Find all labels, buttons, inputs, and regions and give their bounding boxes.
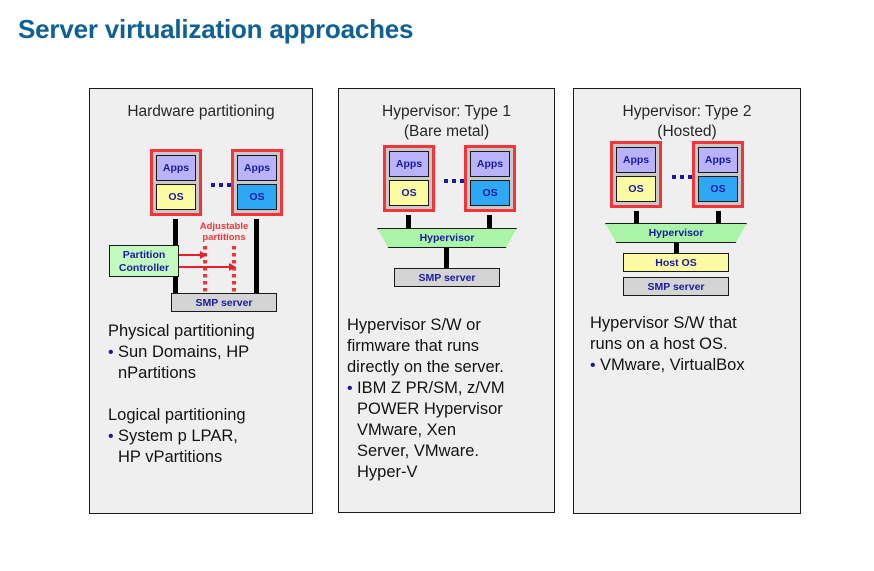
bullet-dot-icon: • <box>108 344 114 361</box>
os-box: OS <box>237 184 277 210</box>
apps-box: Apps <box>237 155 277 181</box>
panel-hypervisor-type-1: Hypervisor: Type 1 (Bare metal) Apps OS … <box>338 88 555 513</box>
vm-stack-left: Apps OS <box>150 149 202 216</box>
partition-line-1 <box>203 246 207 306</box>
adjustable-partitions-label: Adjustable partitions <box>199 221 249 243</box>
panel-3-diagram: Apps OS Apps OS Hypervisor Host OS SMP s… <box>574 141 800 307</box>
hypervisor-trapezoid: Hypervisor <box>605 223 747 243</box>
vm-stack-right: Apps OS <box>231 149 283 216</box>
bullet-item: • VMware, VirtualBox <box>590 355 792 376</box>
ellipsis-between-vms <box>211 183 231 187</box>
para: Physical partitioning <box>108 322 255 340</box>
text-spacer <box>108 384 304 405</box>
panel-3-body: Hypervisor S/W that runs on a host OS. •… <box>590 313 792 376</box>
panel-1-heading: Hardware partitioning <box>127 103 275 120</box>
smp-server-box: SMP server <box>394 268 500 287</box>
panel-1-diagram: Apps OS Apps OS Adjustable partitions <box>90 149 312 312</box>
apps-box: Apps <box>616 147 656 173</box>
ellipsis-dot <box>460 179 464 183</box>
ellipsis-dot <box>227 183 231 187</box>
vm-stack-right: Apps OS <box>692 141 744 208</box>
bullet-label: Sun Domains, HP nPartitions <box>118 343 250 382</box>
ellipsis-dot <box>444 179 448 183</box>
ellipsis-dot <box>211 183 215 187</box>
connector-right <box>487 215 492 228</box>
page-title: Server virtualization approaches <box>18 14 414 44</box>
panel-2-body: Hypervisor S/W or firmware that runs dir… <box>347 315 548 483</box>
ellipsis-between-vms <box>672 175 692 179</box>
os-box: OS <box>389 180 429 206</box>
bullet-dot-icon: • <box>347 380 353 397</box>
bullet-item: • System p LPAR, HP vPartitions <box>108 426 304 468</box>
hypervisor-trapezoid: Hypervisor <box>377 228 517 248</box>
bullet-dot-icon: • <box>108 428 114 445</box>
controller-arrow-1 <box>179 251 207 259</box>
bullet-label: IBM Z PR/SM, z/VM POWER Hypervisor VMwar… <box>357 379 505 481</box>
vm-stack-right: Apps OS <box>464 145 516 212</box>
connector-right <box>716 211 721 223</box>
os-box: OS <box>156 184 196 210</box>
smp-server-box: SMP server <box>171 293 277 312</box>
controller-arrow-2 <box>179 263 236 271</box>
panel-2-diagram: Apps OS Apps OS Hypervisor SMP server <box>339 145 554 311</box>
para: Hypervisor S/W or firmware that runs dir… <box>347 316 504 376</box>
os-box: OS <box>616 176 656 202</box>
apps-box: Apps <box>156 155 196 181</box>
bullet-label: VMware, VirtualBox <box>600 356 745 374</box>
apps-box: Apps <box>389 151 429 177</box>
panel-2-heading: Hypervisor: Type 1 (Bare metal) <box>382 103 511 140</box>
bullet-item: • Sun Domains, HP nPartitions <box>108 342 304 384</box>
os-box: OS <box>698 176 738 202</box>
apps-box: Apps <box>470 151 510 177</box>
panel-hypervisor-type-2: Hypervisor: Type 2 (Hosted) Apps OS Apps… <box>573 88 801 514</box>
host-os-box: Host OS <box>623 253 729 272</box>
connector-hypervisor-to-host-os <box>674 243 679 253</box>
panel-1-body: Physical partitioning • Sun Domains, HP … <box>108 321 304 468</box>
smp-server-box: SMP server <box>623 277 729 296</box>
ellipsis-dot <box>452 179 456 183</box>
apps-box: Apps <box>698 147 738 173</box>
bullet-dot-icon: • <box>590 357 596 374</box>
connector-left <box>634 211 639 223</box>
bullet-item: • IBM Z PR/SM, z/VM POWER Hypervisor VMw… <box>347 378 548 483</box>
connector-hypervisor-to-server <box>444 248 449 268</box>
ellipsis-dot <box>672 175 676 179</box>
ellipsis-dot <box>680 175 684 179</box>
ellipsis-dot <box>688 175 692 179</box>
connector-left <box>406 215 411 228</box>
para: Hypervisor S/W that runs on a host OS. <box>590 314 737 353</box>
vm-stack-left: Apps OS <box>383 145 435 212</box>
partition-line-2 <box>232 246 236 306</box>
ellipsis-dot <box>219 183 223 187</box>
bullet-label: System p LPAR, HP vPartitions <box>118 427 238 466</box>
ellipsis-between-vms <box>444 179 464 183</box>
panel-hardware-partitioning: Hardware partitioning Apps OS Apps OS <box>89 88 313 514</box>
connector-right <box>254 219 259 293</box>
panel-3-heading: Hypervisor: Type 2 (Hosted) <box>622 103 752 140</box>
vm-stack-left: Apps OS <box>610 141 662 208</box>
para: Logical partitioning <box>108 406 246 424</box>
os-box: OS <box>470 180 510 206</box>
partition-controller-box: Partition Controller <box>109 245 179 277</box>
